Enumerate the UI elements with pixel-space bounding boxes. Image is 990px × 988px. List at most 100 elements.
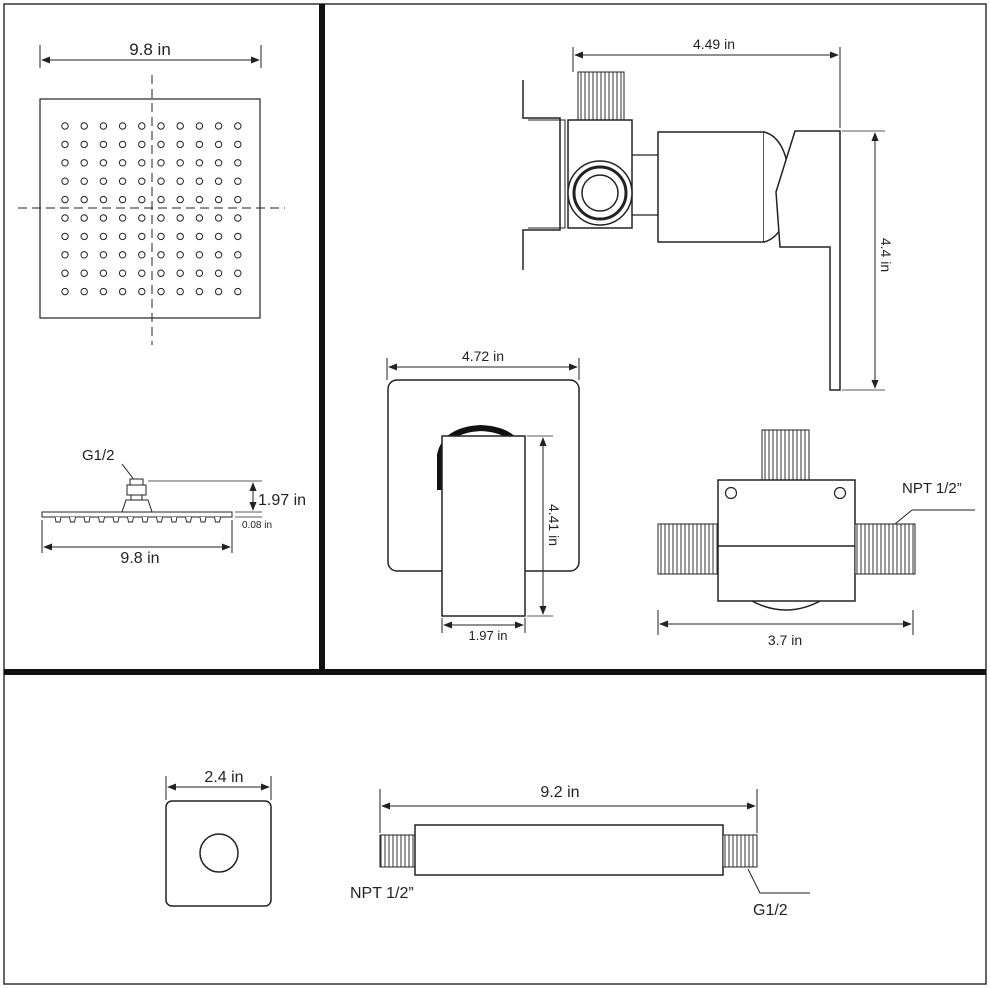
side-nozzle xyxy=(199,516,207,523)
nozzle xyxy=(99,287,108,296)
nozzle xyxy=(234,251,242,259)
nozzle xyxy=(157,140,165,149)
nozzle xyxy=(99,140,108,149)
nozzle xyxy=(80,177,88,185)
nozzle xyxy=(118,195,127,204)
nozzle xyxy=(80,269,88,277)
shower-arm-flange: 2.4 in xyxy=(165,769,272,907)
nozzle xyxy=(214,122,223,130)
arm-thread-left-label: NPT 1/2” xyxy=(350,885,414,902)
nozzle xyxy=(80,140,88,149)
lever-handle xyxy=(441,435,526,617)
nozzle xyxy=(234,140,242,149)
nozzle xyxy=(195,159,204,167)
nozzle xyxy=(80,214,88,222)
arm-thread-right-label: G1/2 xyxy=(753,902,788,919)
side-nozzle xyxy=(127,516,134,523)
arm-thread-right-callout: G1/2 xyxy=(747,868,810,919)
nozzle xyxy=(176,159,184,167)
valve-body-front: NPT 1/2” 3.7 in xyxy=(657,429,975,648)
nozzle xyxy=(61,122,69,130)
nozzle xyxy=(176,251,184,259)
plate-width-label: 4.72 in xyxy=(462,348,504,364)
arm-length-dimension: 9.2 in xyxy=(379,784,758,833)
nozzle xyxy=(176,195,184,204)
nozzle xyxy=(61,287,69,296)
nozzle xyxy=(157,287,165,296)
nozzle xyxy=(157,177,165,185)
nozzle xyxy=(61,159,69,167)
nozzle xyxy=(214,195,223,204)
nozzle xyxy=(99,214,108,222)
nozzle xyxy=(157,122,165,130)
nozzle xyxy=(234,214,242,222)
valve-height-dimension: 4.4 in xyxy=(842,130,894,391)
nozzle xyxy=(214,214,223,222)
nozzle xyxy=(234,177,242,185)
nozzle xyxy=(176,140,184,149)
thread-head-label: G1/2 xyxy=(82,447,115,464)
nozzle xyxy=(195,287,204,296)
nozzle xyxy=(195,122,204,130)
head-thickness-dimension: 0.08 in xyxy=(235,516,272,531)
nozzle xyxy=(176,177,184,185)
nozzle xyxy=(118,177,127,185)
nozzle xyxy=(80,195,88,204)
nozzle xyxy=(80,122,88,130)
nozzle xyxy=(214,232,223,241)
nozzle xyxy=(195,251,204,259)
side-nozzle xyxy=(98,516,105,523)
nozzle xyxy=(214,140,223,149)
nozzle xyxy=(118,251,127,259)
frame xyxy=(3,3,987,985)
nozzle-grid xyxy=(61,122,242,296)
nozzle xyxy=(195,269,204,277)
nozzle xyxy=(234,159,242,167)
nozzle xyxy=(157,251,165,259)
nozzle xyxy=(195,177,204,185)
arm-length-label: 9.2 in xyxy=(540,784,579,801)
valve-width-label: 3.7 in xyxy=(768,632,802,648)
flange-width-dimension: 2.4 in xyxy=(165,769,272,800)
nozzle xyxy=(118,122,127,130)
nozzle xyxy=(195,232,204,241)
valve-thread-label: NPT 1/2” xyxy=(902,480,962,497)
side-nozzle-row xyxy=(54,516,221,523)
nozzle xyxy=(99,269,108,277)
head-height-label: 1.97 in xyxy=(258,492,306,509)
nozzle xyxy=(176,232,184,241)
nozzle xyxy=(99,195,108,204)
side-nozzle xyxy=(112,516,120,523)
nozzle xyxy=(234,195,242,204)
shower-head-top-view: 9.8 in xyxy=(18,40,285,345)
side-nozzle xyxy=(69,516,76,523)
nozzle xyxy=(80,251,88,259)
head-width-top-label: 9.8 in xyxy=(129,40,171,59)
nozzle xyxy=(234,122,242,130)
nozzle xyxy=(80,159,88,167)
nozzle xyxy=(138,177,146,185)
nozzle xyxy=(195,195,204,204)
nozzle xyxy=(118,159,127,167)
nozzle xyxy=(214,177,223,185)
nozzle xyxy=(61,195,69,204)
nozzle xyxy=(61,140,69,149)
handle-width-label: 1.97 in xyxy=(468,628,507,643)
nozzle xyxy=(157,195,165,204)
nozzle xyxy=(118,287,127,296)
arm-pipe xyxy=(414,824,724,876)
nozzle xyxy=(195,140,204,149)
side-nozzle xyxy=(141,516,149,523)
plate-height-dimension: 4.41 in xyxy=(527,435,562,617)
valve-side-view: 4.49 in 4.4 in xyxy=(522,36,894,391)
head-height-dimension: 1.97 in xyxy=(148,480,306,513)
side-nozzle xyxy=(170,516,178,523)
nozzle xyxy=(138,287,146,296)
head-width-top-dimension: 9.8 in xyxy=(39,40,262,68)
nozzle xyxy=(118,269,127,277)
nozzle xyxy=(214,287,223,296)
nozzle xyxy=(176,269,184,277)
nozzle xyxy=(234,232,242,241)
nozzle xyxy=(99,159,108,167)
nozzle xyxy=(61,214,69,222)
